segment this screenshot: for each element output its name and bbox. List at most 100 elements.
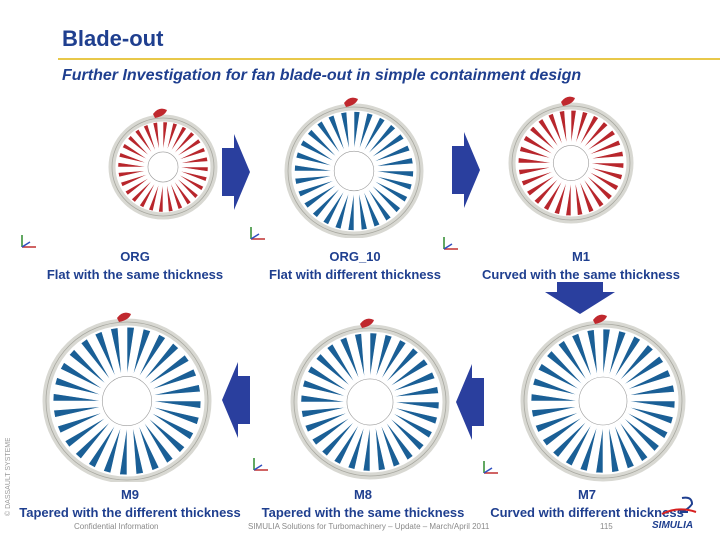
fan-blade bbox=[617, 419, 649, 462]
fan-blade bbox=[340, 111, 350, 152]
fan-blade bbox=[588, 150, 624, 160]
fan-blade bbox=[595, 424, 604, 474]
model-caption: M1 Curved with the same thickness bbox=[466, 248, 696, 284]
model-description: Curved with the same thickness bbox=[482, 267, 680, 282]
arrow-right-icon bbox=[452, 132, 480, 208]
model-caption: M9 Tapered with the different thickness bbox=[0, 486, 260, 522]
fan-blade bbox=[626, 406, 674, 425]
fan-blade bbox=[299, 139, 337, 163]
fan-blade bbox=[520, 170, 556, 187]
fan-blade bbox=[373, 170, 414, 178]
fan-blade bbox=[300, 394, 348, 403]
slide-title: Blade-out bbox=[62, 26, 164, 51]
fan-blade bbox=[362, 188, 381, 228]
title-rule bbox=[58, 58, 720, 60]
fan-blade bbox=[617, 344, 654, 383]
fan-blade bbox=[374, 424, 386, 471]
fan-blade bbox=[131, 178, 154, 203]
fan-blade bbox=[369, 133, 405, 159]
fan-blade bbox=[371, 144, 411, 163]
fan-blade bbox=[304, 411, 350, 433]
fan-blade bbox=[586, 139, 622, 156]
fan-blade bbox=[117, 170, 149, 178]
fan-figure-m1 bbox=[508, 96, 634, 224]
fan-blade bbox=[127, 135, 152, 158]
fan-blade bbox=[574, 180, 584, 216]
fan-blade bbox=[565, 422, 593, 467]
fan-blade bbox=[311, 416, 353, 446]
fan-blade bbox=[613, 335, 641, 380]
fan-figure-m8 bbox=[290, 318, 450, 480]
model-description: Tapered with the different thickness bbox=[19, 505, 241, 520]
model-caption: M7 Curved with different thickness bbox=[472, 486, 702, 522]
fan-blade bbox=[518, 166, 554, 176]
axis-triad-icon bbox=[253, 458, 268, 471]
axis-triad-icon bbox=[21, 235, 36, 248]
fan-blade bbox=[88, 423, 117, 469]
fan-blade bbox=[578, 178, 595, 214]
fan-blade bbox=[68, 348, 108, 386]
fan-blade bbox=[384, 419, 414, 461]
arrow-left-icon bbox=[222, 362, 250, 438]
fan-blade bbox=[530, 393, 580, 402]
copyright-mark: © DASSAULT SYSTEMES bbox=[4, 438, 12, 516]
fan-blade bbox=[547, 112, 564, 148]
fan-blade bbox=[379, 339, 407, 382]
model-name: M1 bbox=[571, 249, 591, 264]
fan-blade bbox=[295, 151, 335, 167]
fan-blade bbox=[118, 152, 149, 164]
fan-blade bbox=[358, 112, 374, 152]
fan-blade bbox=[578, 115, 599, 148]
fan-blade bbox=[532, 377, 580, 396]
fan-blade bbox=[353, 111, 361, 152]
fan-blade bbox=[174, 176, 199, 199]
fan-blade bbox=[120, 173, 150, 187]
model-name: ORG_10 bbox=[329, 249, 381, 264]
fan-blade bbox=[557, 340, 589, 383]
fan-blade bbox=[134, 128, 154, 156]
fan-blade bbox=[571, 332, 593, 380]
slide-subtitle: Further Investigation for fan blade-out … bbox=[62, 67, 582, 84]
fan-blade bbox=[172, 178, 192, 206]
fan-blade bbox=[176, 147, 206, 161]
fan-blade bbox=[537, 118, 561, 150]
fan-blade bbox=[143, 124, 157, 154]
fan-blade bbox=[366, 186, 392, 222]
fan-blade bbox=[602, 328, 611, 378]
fan-blade bbox=[608, 424, 620, 473]
svg-text:SIMULIA: SIMULIA bbox=[652, 520, 693, 531]
fan-blade bbox=[581, 176, 605, 208]
fan-blade bbox=[53, 406, 104, 418]
fan-blade bbox=[302, 379, 348, 398]
fan-blade bbox=[146, 354, 190, 386]
fan-figure-m9 bbox=[42, 312, 212, 482]
fan-blade bbox=[326, 343, 356, 385]
fan-blade bbox=[390, 411, 433, 439]
fan-blade bbox=[347, 424, 366, 470]
axis-triad-icon bbox=[483, 461, 498, 474]
fan-blade bbox=[301, 406, 348, 418]
fan-blade bbox=[177, 170, 208, 182]
fan-blade bbox=[384, 347, 419, 385]
fan-blade bbox=[387, 358, 429, 388]
svg-text:© DASSAULT SYSTEMES: © DASSAULT SYSTEMES bbox=[4, 438, 12, 516]
fan-blade bbox=[517, 157, 554, 164]
fan-blade bbox=[321, 419, 356, 457]
model-description: Flat with the same thickness bbox=[46, 267, 224, 282]
fan-blade bbox=[142, 342, 180, 382]
fan-blade bbox=[531, 406, 580, 418]
fan-blade bbox=[52, 393, 103, 402]
fan-blade bbox=[621, 355, 664, 387]
fan-blade bbox=[362, 424, 371, 472]
fan-blade bbox=[126, 326, 135, 377]
fan-blade bbox=[374, 334, 393, 380]
fan-blade bbox=[581, 121, 609, 150]
fan-blade bbox=[148, 181, 160, 212]
fan-blade bbox=[574, 111, 589, 146]
fan-blade bbox=[94, 331, 117, 379]
fan-blade bbox=[169, 180, 183, 210]
fan-blade bbox=[546, 350, 585, 387]
fan-blade bbox=[121, 143, 150, 161]
fan-blade bbox=[142, 420, 174, 464]
fan-blade bbox=[137, 423, 160, 471]
